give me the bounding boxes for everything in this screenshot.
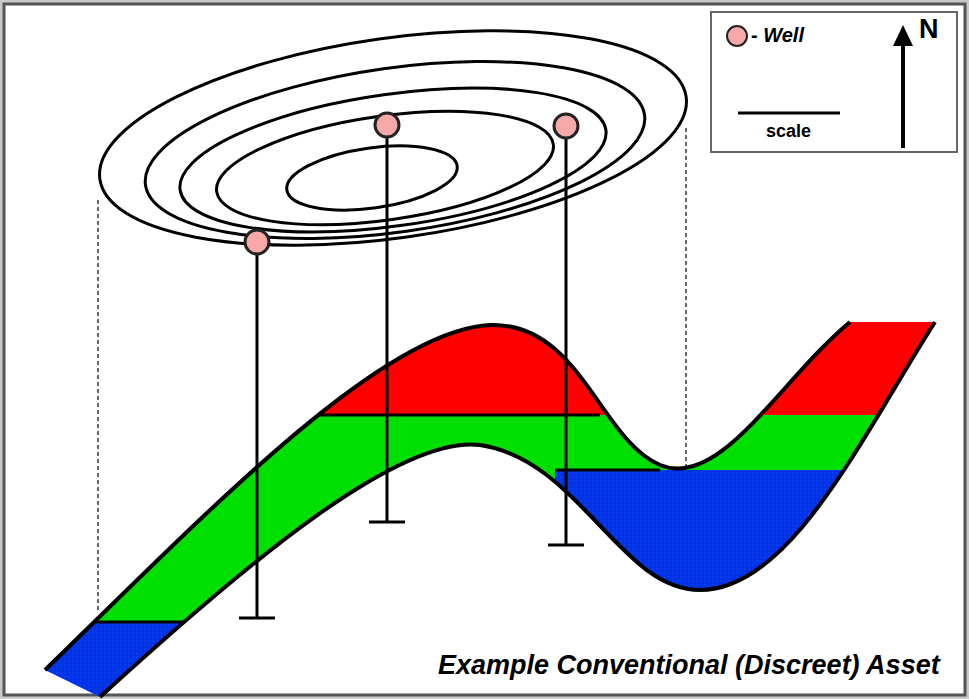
reservoir-layer (0, 250, 969, 699)
north-arrow (901, 44, 905, 148)
legend-well-symbol (727, 26, 747, 46)
north-label: N (919, 16, 939, 43)
legend-box (711, 12, 957, 152)
scale-bar (738, 112, 840, 115)
structure-contours (86, 0, 700, 278)
layer-top (45, 322, 850, 670)
north-arrowhead (893, 25, 913, 46)
well-bore (239, 125, 584, 618)
legend-label: - Well (751, 25, 804, 45)
well-symbol (245, 113, 578, 254)
scale-label: scale (766, 122, 811, 140)
figure-caption: Example Conventional (Discreet) Asset (438, 652, 940, 679)
layer-base (100, 322, 935, 697)
